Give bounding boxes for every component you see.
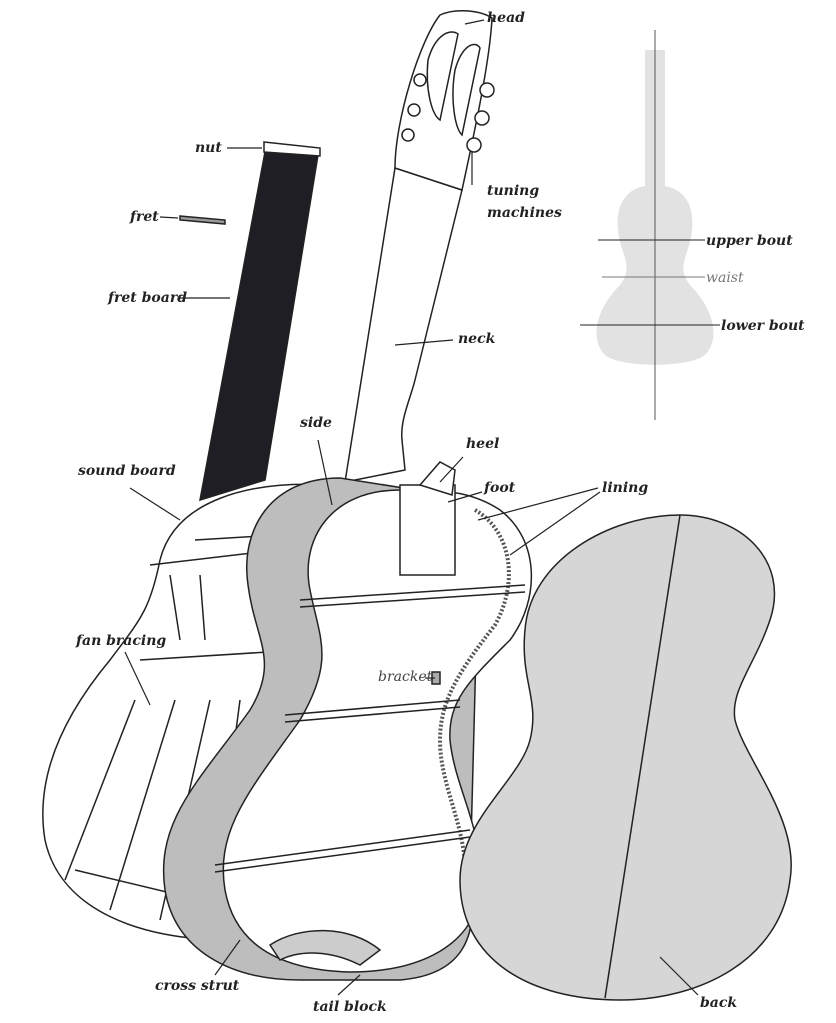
label-bracket: bracket [378,669,433,685]
label-fret: fret [130,209,159,225]
label-neck: neck [458,331,496,347]
label-heel: heel [466,436,500,452]
label-upper-bout: upper bout [706,233,793,249]
label-nut: nut [195,140,222,156]
neck-drawing [344,10,495,483]
label-head: head [487,10,525,26]
label-fret-board: fret board [108,290,188,306]
side-drawing [162,461,533,981]
label-foot: foot [484,480,516,496]
label-cross-strut: cross strut [155,978,240,994]
guitar-silhouette [580,30,720,420]
label-lining: lining [602,480,649,496]
label-tail-block: tail block [313,999,387,1015]
label-lower-bout: lower bout [721,318,805,334]
fretboard-drawing [179,141,321,502]
leader-lines [124,19,699,996]
label-side: side [300,415,332,431]
back-drawing [459,514,792,1001]
label-waist: waist [706,270,744,286]
label-tuning-machines: tuning machines [487,183,562,221]
label-sound-board: sound board [78,463,176,479]
label-fan-bracing: fan bracing [76,633,167,649]
label-back: back [700,995,738,1011]
